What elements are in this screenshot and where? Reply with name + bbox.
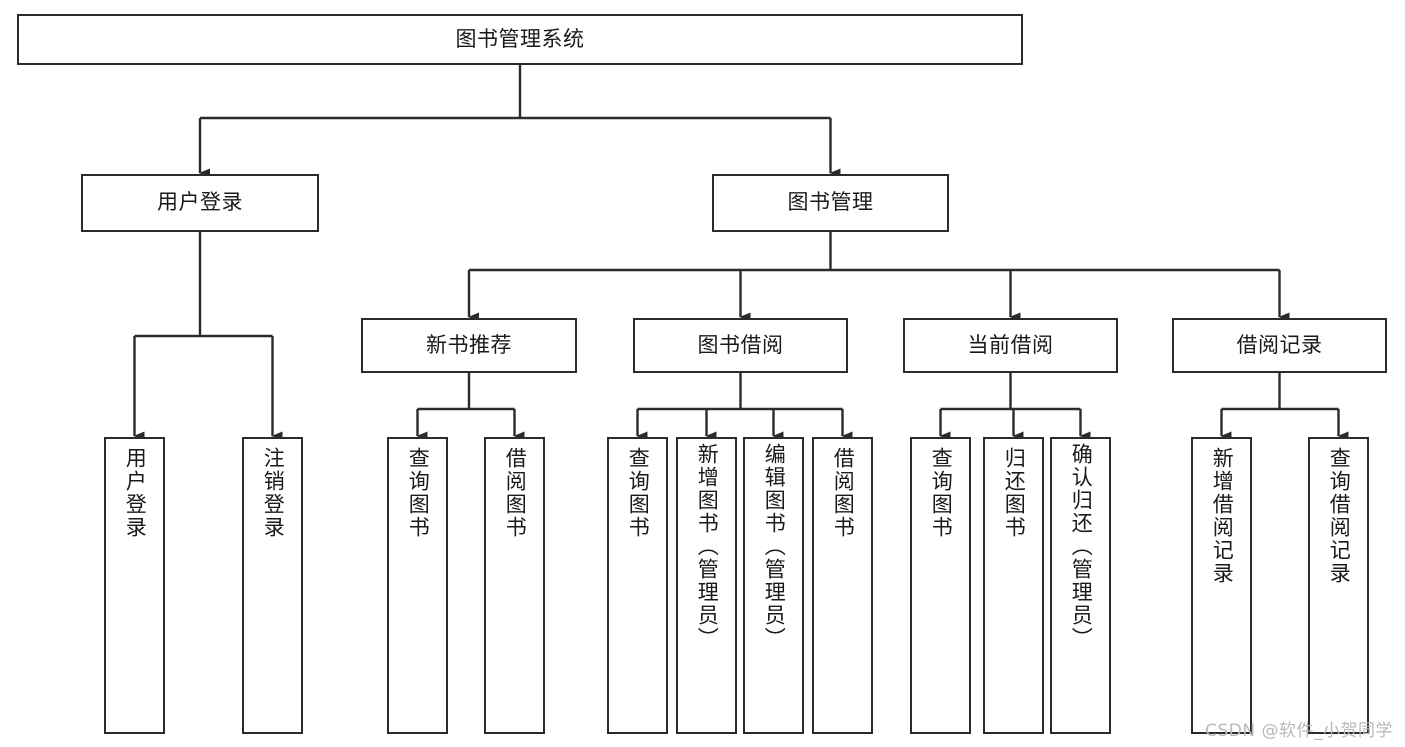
node-label-book-borrow: 图书借阅 [697, 332, 784, 357]
node-label-leaf-borrow-book-recommend: 借阅图书 [503, 447, 528, 539]
node-current-borrow[interactable]: 当前借阅 [903, 318, 1118, 373]
node-label-new-book-recommend: 新书推荐 [426, 332, 512, 357]
node-label-leaf-query-borrow-record: 查询借阅记录 [1327, 447, 1352, 585]
connector-paths [133, 65, 1349, 441]
node-label-leaf-return-book: 归还图书 [1002, 447, 1027, 539]
node-borrow-record[interactable]: 借阅记录 [1172, 318, 1387, 373]
node-user-login[interactable]: 用户登录 [81, 174, 319, 232]
node-leaf-query-book-recommend[interactable]: 查询图书 [387, 437, 448, 734]
node-leaf-query-book-borrow[interactable]: 查询图书 [607, 437, 668, 734]
node-new-book-recommend[interactable]: 新书推荐 [361, 318, 577, 373]
node-label-leaf-edit-book-admin: 编辑图书（管理员） [762, 443, 787, 650]
node-leaf-query-borrow-record[interactable]: 查询借阅记录 [1308, 437, 1369, 734]
node-label-leaf-query-book-borrow: 查询图书 [626, 447, 651, 539]
node-label-root: 图书管理系统 [455, 26, 585, 51]
node-leaf-add-borrow-record[interactable]: 新增借阅记录 [1191, 437, 1252, 734]
node-leaf-return-book[interactable]: 归还图书 [983, 437, 1044, 734]
node-label-leaf-logout-login: 注销登录 [261, 447, 286, 539]
node-leaf-add-book-admin[interactable]: 新增图书（管理员） [676, 437, 737, 734]
node-label-user-login: 用户登录 [157, 190, 243, 215]
node-label-book-manage: 图书管理 [787, 190, 874, 215]
watermark-text: CSDN @软件_小贺同学 [1205, 721, 1393, 741]
node-leaf-user-login[interactable]: 用户登录 [104, 437, 165, 734]
node-book-borrow[interactable]: 图书借阅 [633, 318, 848, 373]
node-leaf-edit-book-admin[interactable]: 编辑图书（管理员） [743, 437, 804, 734]
node-leaf-query-book-current[interactable]: 查询图书 [910, 437, 971, 734]
node-label-current-borrow: 当前借阅 [967, 332, 1054, 357]
node-leaf-confirm-return-admin[interactable]: 确认归还（管理员） [1050, 437, 1111, 734]
node-leaf-borrow-book[interactable]: 借阅图书 [812, 437, 873, 734]
node-label-leaf-add-book-admin: 新增图书（管理员） [695, 443, 720, 650]
node-label-leaf-borrow-book: 借阅图书 [831, 447, 856, 539]
node-label-leaf-add-borrow-record: 新增借阅记录 [1210, 447, 1235, 585]
node-book-manage[interactable]: 图书管理 [712, 174, 949, 232]
node-label-borrow-record: 借阅记录 [1236, 332, 1323, 357]
node-leaf-borrow-book-recommend[interactable]: 借阅图书 [484, 437, 545, 734]
node-label-leaf-query-book-current: 查询图书 [929, 447, 954, 539]
node-leaf-logout-login[interactable]: 注销登录 [242, 437, 303, 734]
node-root[interactable]: 图书管理系统 [17, 14, 1023, 65]
node-label-leaf-user-login: 用户登录 [123, 447, 148, 539]
node-label-leaf-confirm-return-admin: 确认归还（管理员） [1069, 443, 1094, 650]
node-label-leaf-query-book-recommend: 查询图书 [406, 447, 431, 539]
